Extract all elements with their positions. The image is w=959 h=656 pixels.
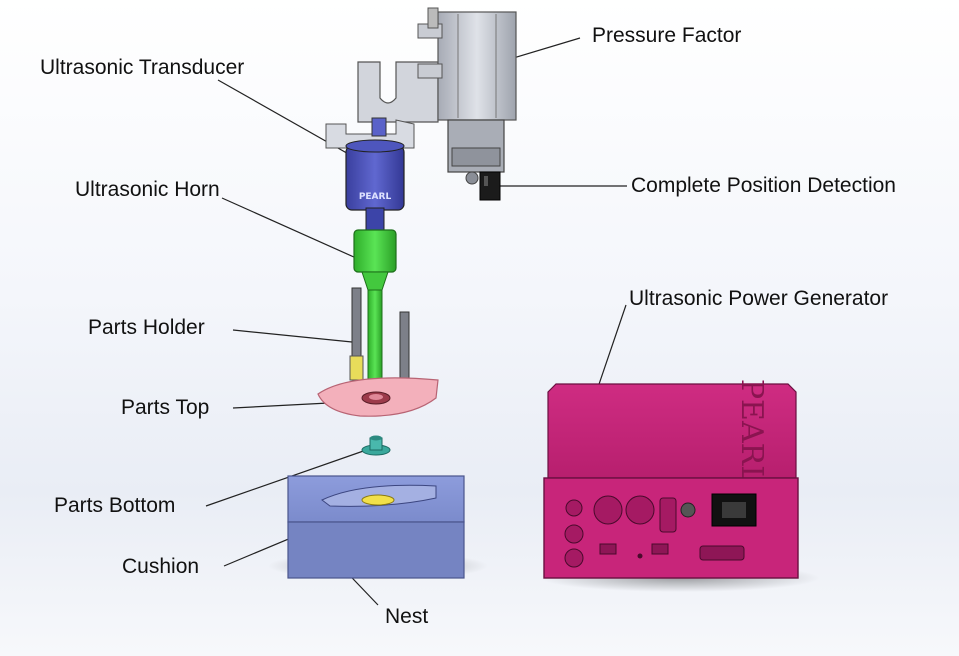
parts-top <box>317 377 439 417</box>
cushion <box>361 494 395 506</box>
ultrasonic-power-generator: PEARL <box>540 379 820 592</box>
ultrasonic-horn <box>353 229 397 383</box>
label-pressure-factor: Pressure Factor <box>592 24 742 47</box>
nest <box>268 475 488 580</box>
ultrasonic-transducer: PEARL <box>325 117 415 231</box>
label-parts-top: Parts Top <box>121 396 210 419</box>
label-ultrasonic-horn: Ultrasonic Horn <box>75 178 220 201</box>
leader-parts-holder <box>232 329 353 343</box>
label-parts-holder: Parts Holder <box>88 316 205 339</box>
label-ultrasonic-transducer: Ultrasonic Transducer <box>40 56 245 79</box>
label-nest: Nest <box>385 605 429 628</box>
complete-position-detection-sensor <box>479 171 501 201</box>
leader-ultrasonic-horn <box>221 197 366 263</box>
parts-bottom <box>361 435 391 456</box>
label-ultrasonic-power-generator: Ultrasonic Power Generator <box>629 287 889 310</box>
label-cushion: Cushion <box>122 555 200 578</box>
pressure-factor-actuator <box>357 7 517 185</box>
transducer-logo-text: PEARL <box>359 192 392 202</box>
generator-logo-text: PEARL <box>734 379 769 485</box>
label-complete-position-detection: Complete Position Detection <box>631 174 896 197</box>
label-parts-bottom: Parts Bottom <box>54 494 176 517</box>
